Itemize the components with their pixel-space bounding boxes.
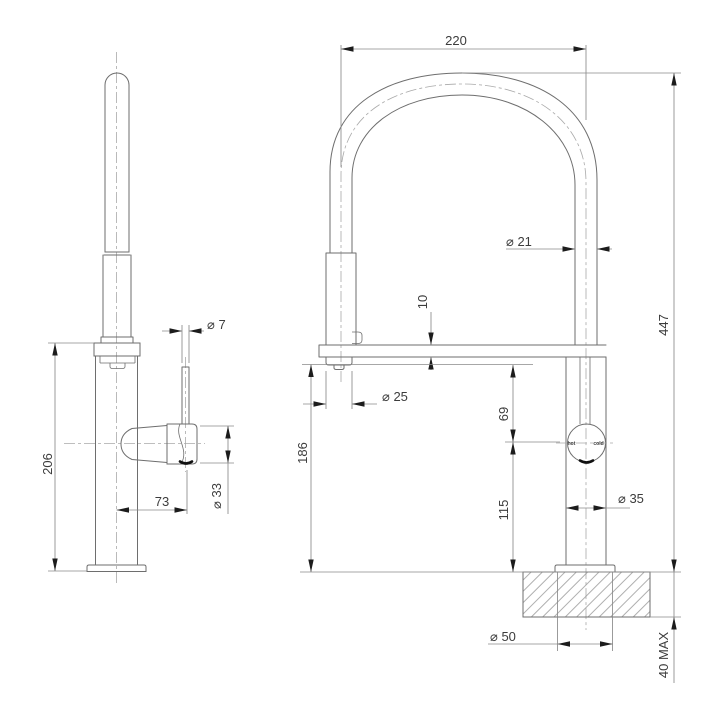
dim-447-text: 447	[656, 314, 671, 336]
cold-label: cold	[593, 441, 603, 447]
dim-d7-text: ⌀ 7	[207, 317, 226, 332]
dim-outlet-to-mixer: 69 115	[496, 365, 560, 572]
dim-lever-rod-diameter: ⌀ 7	[162, 317, 226, 363]
side-view: 206 73 ⌀ 7 ⌀ 33	[40, 52, 234, 583]
dim-d50-text: ⌀ 50	[490, 629, 516, 644]
dim-bench-thickness: 40 MAX	[656, 572, 677, 683]
dim-69-text: 69	[496, 407, 511, 421]
front-view: hot cold 220 447 ⌀ 21	[295, 33, 681, 683]
dim-body-height: 206	[40, 342, 94, 572]
dim-206-text: 206	[40, 453, 55, 475]
bench-section	[300, 571, 681, 651]
dim-73-text: 73	[155, 494, 169, 509]
dim-d21-text: ⌀ 21	[506, 234, 532, 249]
dim-10-text: 10	[415, 295, 430, 309]
dim-overall-height: 447	[462, 72, 681, 572]
dim-d33-text: ⌀ 33	[209, 483, 224, 509]
hot-label: hot	[568, 441, 576, 447]
dim-40max-text: 40 MAX	[656, 632, 671, 679]
dim-d35-text: ⌀ 35	[618, 491, 644, 506]
dim-body-diameter: ⌀ 35	[566, 491, 644, 511]
dim-handle-reach: 73	[116, 470, 188, 514]
dim-hose-spread: 220	[340, 33, 587, 167]
dim-186-text: 186	[295, 442, 310, 464]
dim-220-text: 220	[445, 33, 467, 48]
dim-hose-diameter: ⌀ 21	[506, 234, 612, 252]
dim-hole-diameter: ⌀ 50	[488, 629, 613, 647]
dim-arm-thickness: 10	[415, 295, 434, 370]
dim-handle-body-diameter: ⌀ 33	[200, 425, 234, 514]
dim-115-text: 115	[496, 500, 511, 521]
hot-cold-indicator: hot cold	[556, 423, 614, 464]
dim-spout-diameter: ⌀ 25	[303, 371, 408, 409]
dim-outlet-height: 186	[295, 364, 533, 572]
dim-d25-text: ⌀ 25	[382, 389, 408, 404]
